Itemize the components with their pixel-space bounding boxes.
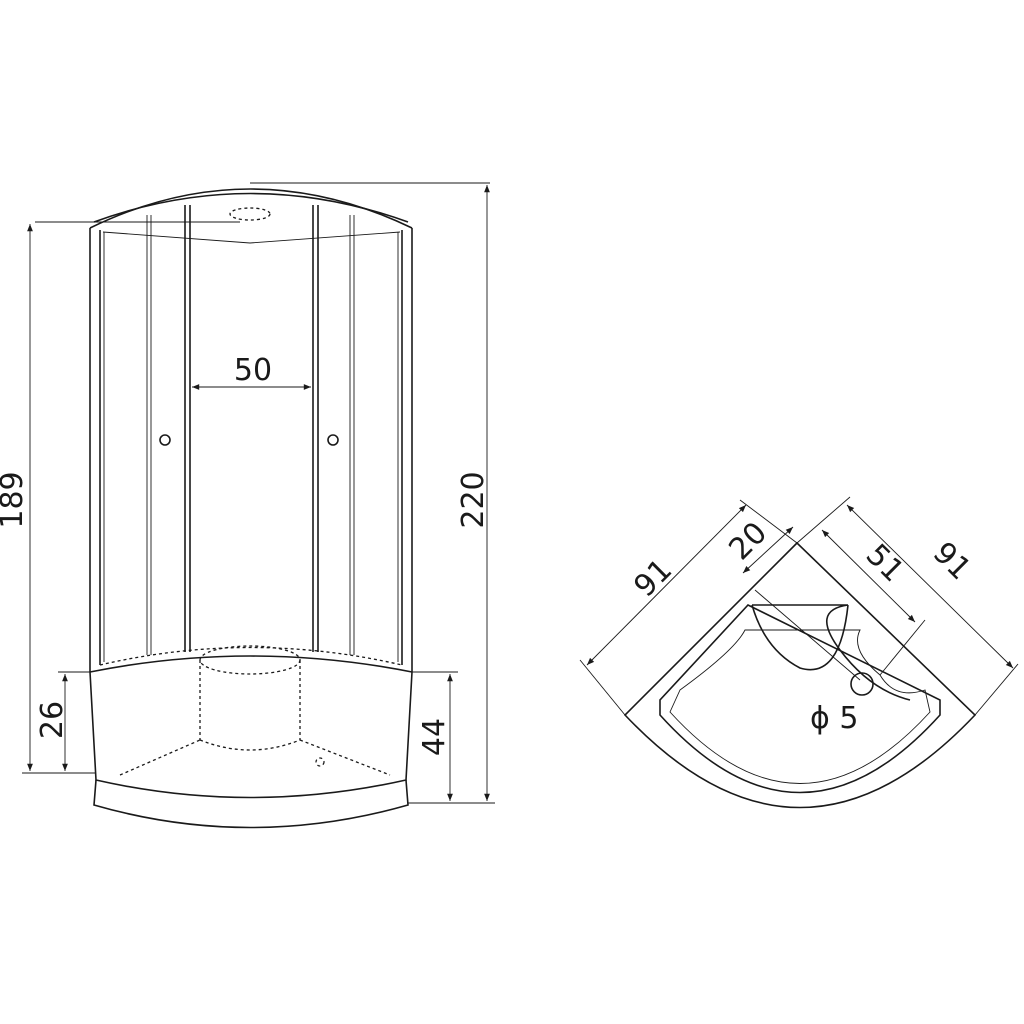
shower-tray [89,645,413,829]
dim-tray-height: 44 [417,718,452,756]
door-handle-right [327,434,339,446]
dim-basin-depth: 51 [859,537,911,589]
dim-door-width: 50 [234,353,272,388]
front-view: 189 220 50 26 44 [0,182,495,829]
frame-profiles [89,205,413,672]
basin-outer [659,604,941,794]
dim-total-height: 220 [456,471,491,528]
shower-head [229,207,271,221]
tray-outline [623,541,977,809]
dim-step-depth: 20 [722,515,774,567]
drain-hole [850,672,874,696]
dim-cabin-height: 189 [0,471,30,528]
dim-tray-inner-height: 26 [35,701,70,739]
top-view: ϕ 5 91 20 91 51 [579,496,1019,809]
dim-width-right: 91 [926,535,978,587]
door-handle-left [159,434,171,446]
dim-drain: ϕ 5 [810,701,858,736]
dim-width-left: 91 [627,552,679,604]
